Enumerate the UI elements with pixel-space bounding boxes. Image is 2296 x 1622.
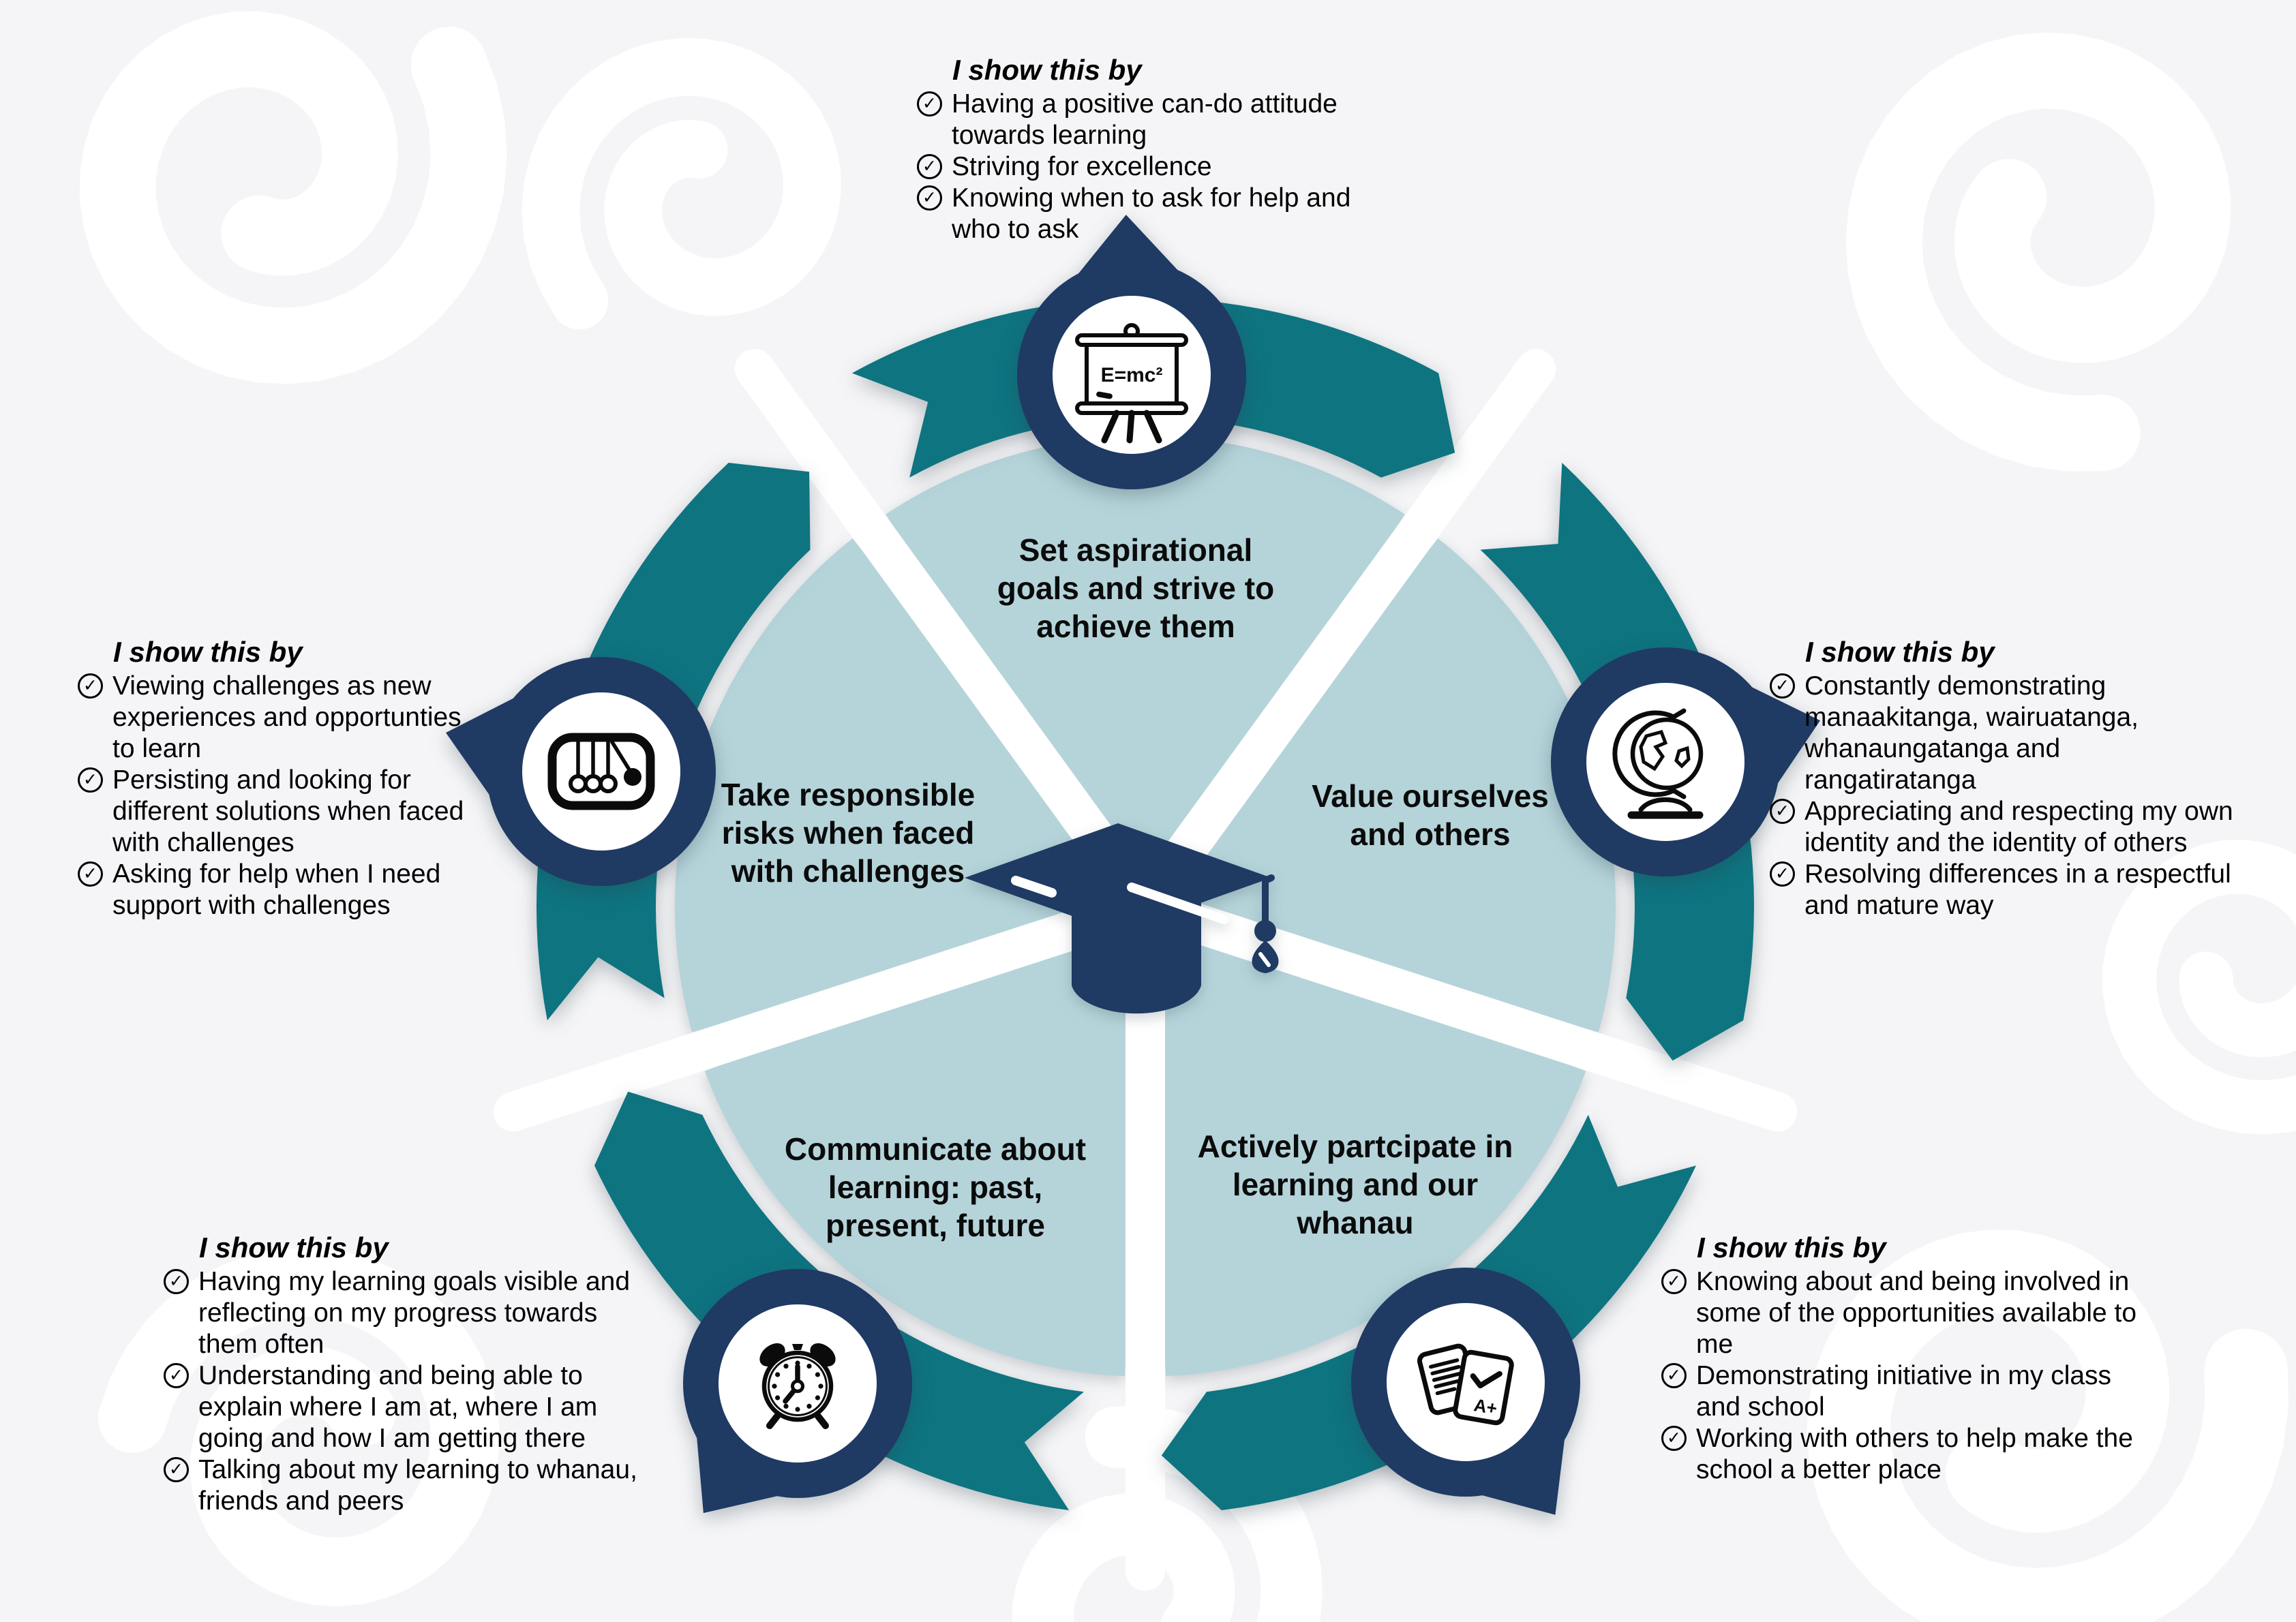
segment-label-communicate: Communicate about learning: past, presen… xyxy=(784,1131,1087,1244)
show-by-title: I show this by xyxy=(113,636,303,668)
segment-label-set-goals: Set aspirational goals and strive to ach… xyxy=(997,532,1275,645)
check-icon: ✓ xyxy=(1770,799,1795,824)
show-by-block-set-goals: I show this by ✓Having a positive can-do… xyxy=(917,55,1402,245)
card-grade: A+ xyxy=(1472,1394,1499,1418)
segment-label-actively-participate: Actively partcipate in learning and our … xyxy=(1197,1128,1513,1241)
check-icon: ✓ xyxy=(78,861,103,887)
show-by-item: ✓Knowing about and being involved in som… xyxy=(1661,1266,2151,1360)
show-by-title: I show this by xyxy=(1805,636,1995,668)
show-by-item: ✓Having my learning goals visible and re… xyxy=(164,1266,641,1360)
check-icon: ✓ xyxy=(917,154,942,179)
show-by-item: ✓Appreciating and respecting my own iden… xyxy=(1770,796,2235,859)
check-icon: ✓ xyxy=(1661,1269,1687,1294)
show-by-item: ✓Viewing challenges as new experiences a… xyxy=(78,671,474,765)
check-icon: ✓ xyxy=(917,91,942,117)
show-by-item: ✓Understanding and being able to explain… xyxy=(164,1360,641,1454)
presentation-board-icon: E=mc² xyxy=(1075,323,1188,444)
show-by-block-actively-participate: I show this by ✓Knowing about and being … xyxy=(1661,1232,2151,1486)
check-icon: ✓ xyxy=(1661,1426,1687,1451)
show-by-item: ✓Demonstrating initiative in my class an… xyxy=(1661,1360,2151,1423)
show-by-item: ✓Persisting and looking for different so… xyxy=(78,765,474,859)
segment-label-responsible-risks: Take responsible risks when faced with c… xyxy=(721,776,976,889)
koru-background xyxy=(79,11,2296,1622)
check-icon: ✓ xyxy=(164,1363,189,1388)
check-icon: ✓ xyxy=(164,1269,189,1294)
show-by-item: ✓Striving for excellence xyxy=(917,151,1402,183)
graduation-cap-icon xyxy=(965,823,1279,1014)
check-icon: ✓ xyxy=(1770,673,1795,699)
segment-label-value-ourselves: Value ourselves and others xyxy=(1312,778,1549,852)
show-by-item: ✓Working with others to help make the sc… xyxy=(1661,1423,2151,1486)
show-by-item: ✓Talking about my learning to whanau, fr… xyxy=(164,1454,641,1517)
show-by-item: ✓Asking for help when I need support wit… xyxy=(78,859,474,921)
check-icon: ✓ xyxy=(164,1457,189,1482)
show-by-item: ✓Constantly demonstrating manaakitanga, … xyxy=(1770,671,2235,796)
alarm-clock-icon xyxy=(759,1343,836,1429)
newtons-cradle-icon xyxy=(547,733,655,810)
show-by-title: I show this by xyxy=(199,1231,389,1264)
check-icon: ✓ xyxy=(1661,1363,1687,1388)
show-by-block-value-ourselves: I show this by ✓Constantly demonstrating… xyxy=(1770,637,2235,921)
board-equation: E=mc² xyxy=(1101,364,1163,386)
show-by-item: ✓Resolving differences in a respectful a… xyxy=(1770,859,2235,921)
show-by-block-responsible-risks: I show this by ✓Viewing challenges as ne… xyxy=(78,637,474,921)
check-icon: ✓ xyxy=(78,767,103,793)
check-icon: ✓ xyxy=(917,185,942,211)
show-by-item: ✓Knowing when to ask for help and who to… xyxy=(917,183,1402,245)
segment-dividers xyxy=(493,349,1798,1591)
show-by-title: I show this by xyxy=(952,54,1142,86)
globe-icon xyxy=(1612,708,1704,819)
show-by-item: ✓Having a positive can-do attitude towar… xyxy=(917,89,1402,151)
documents-icon: A+ xyxy=(1417,1343,1514,1426)
check-icon: ✓ xyxy=(78,673,103,699)
show-by-block-communicate: I show this by ✓Having my learning goals… xyxy=(164,1232,641,1517)
check-icon: ✓ xyxy=(1770,861,1795,887)
show-by-title: I show this by xyxy=(1697,1231,1886,1264)
